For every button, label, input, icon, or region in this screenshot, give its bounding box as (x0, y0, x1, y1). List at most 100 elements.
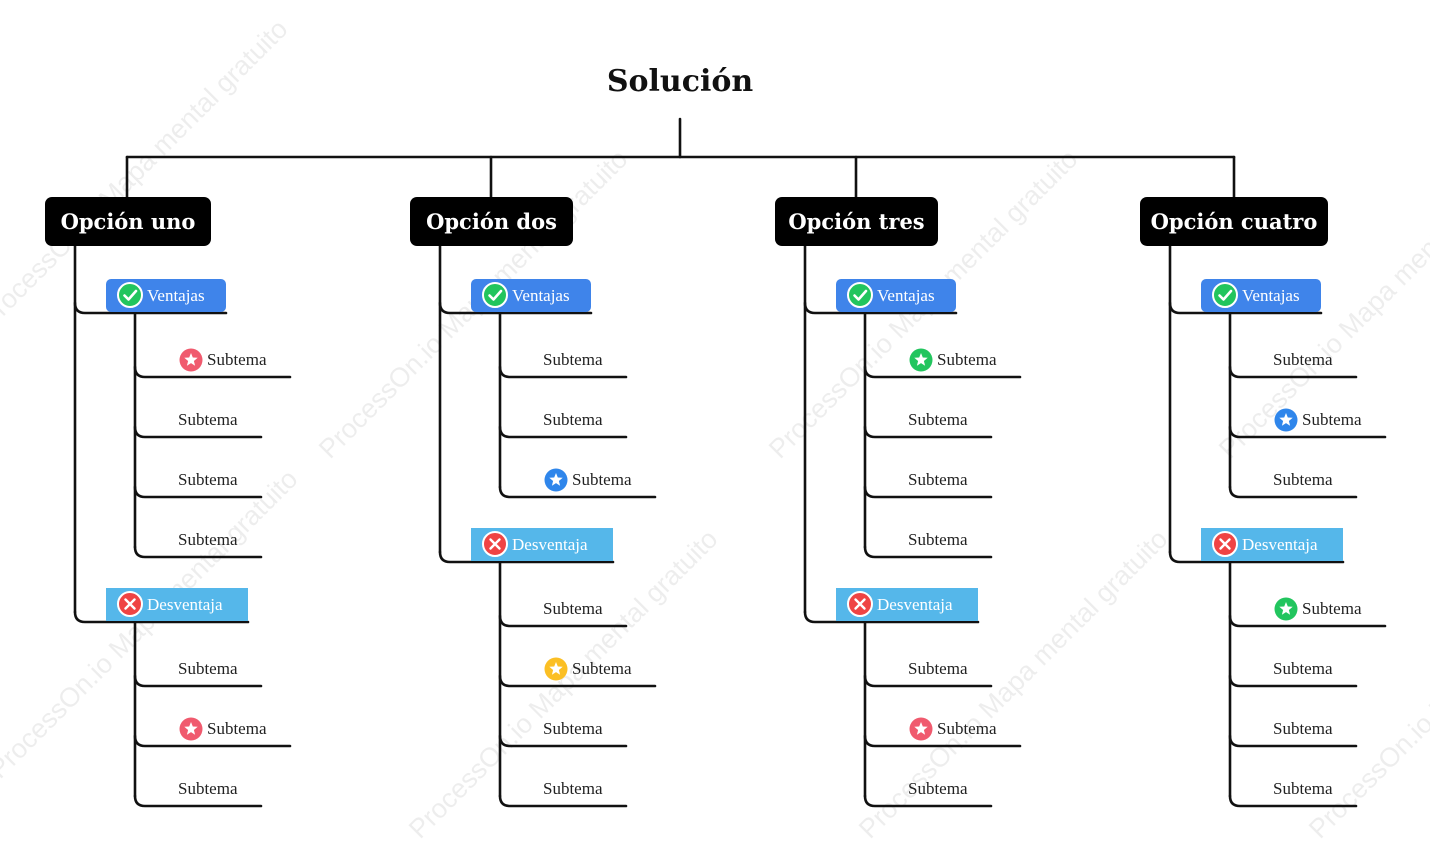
star-icon (1274, 408, 1298, 432)
watermark: ProcessOn.io Mapa mental gratuito (853, 524, 1173, 844)
subtopic[interactable]: Subtema (179, 348, 267, 372)
subtopic[interactable]: Subtema (1273, 659, 1333, 678)
ventajas-topic[interactable]: Ventajas (106, 279, 226, 312)
subtopic[interactable]: Subtema (909, 717, 997, 741)
subtopic-connector (1228, 485, 1358, 499)
subtopic[interactable]: Subtema (908, 779, 968, 798)
subtopic-label: Subtema (908, 530, 968, 549)
subtopic[interactable]: Subtema (1273, 719, 1333, 738)
subtopic-connector (863, 545, 993, 559)
subtopic[interactable]: Subtema (544, 657, 632, 681)
subtopic-label: Subtema (178, 530, 238, 549)
subtopic[interactable]: Subtema (1273, 779, 1333, 798)
subtopic[interactable]: Subtema (543, 350, 603, 369)
subtopic[interactable]: Subtema (908, 659, 968, 678)
subtopic[interactable]: Subtema (543, 779, 603, 798)
subtopic[interactable]: Subtema (178, 470, 238, 489)
group-topic-label: Desventaja (877, 595, 953, 614)
column-topic-label: Opción dos (426, 209, 557, 234)
subtopic-label: Subtema (207, 719, 267, 738)
subtopic[interactable]: Subtema (543, 719, 603, 738)
group-connector (1168, 550, 1345, 564)
column-topic[interactable]: Opción uno (45, 197, 211, 246)
ventajas-topic[interactable]: Ventajas (1201, 279, 1321, 312)
group-topic-label: Desventaja (512, 535, 588, 554)
subtopic-label: Subtema (1302, 410, 1362, 429)
group-topic-label: Desventaja (1242, 535, 1318, 554)
subtopic[interactable]: Subtema (1274, 408, 1362, 432)
column-topic[interactable]: Opción cuatro (1140, 197, 1328, 246)
subtopic[interactable]: Subtema (908, 410, 968, 429)
group-connector (73, 610, 250, 624)
subtopic-label: Subtema (543, 410, 603, 429)
column-2: Opción dosVentajasSubtemaSubtemaSubtemaD… (410, 197, 632, 798)
column-topic-box (45, 197, 211, 246)
subtopic[interactable]: Subtema (178, 410, 238, 429)
subtopic[interactable]: Subtema (1274, 597, 1362, 621)
subtopic[interactable]: Subtema (543, 410, 603, 429)
subtopic[interactable]: Subtema (908, 530, 968, 549)
subtopic-label: Subtema (908, 470, 968, 489)
group-topic-label: Ventajas (1242, 286, 1300, 305)
root-label: Solución (607, 64, 754, 99)
subtopic[interactable]: Subtema (1273, 470, 1333, 489)
cross-icon (117, 591, 143, 617)
desventaja-topic[interactable]: Desventaja (1201, 528, 1343, 561)
cross-icon (847, 591, 873, 617)
group-topic-label: Desventaja (147, 595, 223, 614)
ventajas-topic[interactable]: Ventajas (836, 279, 956, 312)
subtopic[interactable]: Subtema (178, 659, 238, 678)
group-topic-label: Ventajas (877, 286, 935, 305)
subtopic-label: Subtema (1302, 599, 1362, 618)
desventaja-topic[interactable]: Desventaja (836, 588, 978, 621)
subtopic[interactable]: Subtema (1273, 350, 1333, 369)
check-icon (117, 282, 143, 308)
group-topic-label: Ventajas (512, 286, 570, 305)
subtopic-label: Subtema (937, 350, 997, 369)
column-topic-box (410, 197, 573, 246)
subtopic-label: Subtema (908, 410, 968, 429)
subtopic[interactable]: Subtema (179, 717, 267, 741)
column-topic[interactable]: Opción dos (410, 197, 573, 246)
check-icon (1212, 282, 1238, 308)
subtopic[interactable]: Subtema (543, 599, 603, 618)
column-topic-box (775, 197, 938, 246)
star-icon (179, 348, 203, 372)
subtopic[interactable]: Subtema (544, 468, 632, 492)
subtopic-label: Subtema (543, 779, 603, 798)
column-4: Opción cuatroVentajasSubtemaSubtemaSubte… (1140, 197, 1362, 798)
subtopic-label: Subtema (178, 470, 238, 489)
subtopic-label: Subtema (178, 410, 238, 429)
subtopic-label: Subtema (178, 779, 238, 798)
subtopic[interactable]: Subtema (178, 530, 238, 549)
subtopic[interactable]: Subtema (909, 348, 997, 372)
subtopic-connector (863, 794, 993, 808)
desventaja-topic[interactable]: Desventaja (471, 528, 613, 561)
subtopic[interactable]: Subtema (178, 779, 238, 798)
subtopic[interactable]: Subtema (908, 470, 968, 489)
star-icon (1274, 597, 1298, 621)
column-topic-box (1140, 197, 1328, 246)
subtopic-label: Subtema (543, 719, 603, 738)
check-icon (482, 282, 508, 308)
column-topic-label: Opción tres (788, 209, 924, 234)
star-icon (909, 348, 933, 372)
subtopic-label: Subtema (937, 719, 997, 738)
subtopic-label: Subtema (1273, 779, 1333, 798)
subtopic-label: Subtema (908, 659, 968, 678)
desventaja-topic[interactable]: Desventaja (106, 588, 248, 621)
cross-icon (1212, 531, 1238, 557)
column-3: Opción tresVentajasSubtemaSubtemaSubtema… (775, 197, 997, 798)
root-topic[interactable]: Solución (607, 64, 754, 99)
column-topic[interactable]: Opción tres (775, 197, 938, 246)
group-connector (438, 550, 615, 564)
ventajas-topic[interactable]: Ventajas (471, 279, 591, 312)
